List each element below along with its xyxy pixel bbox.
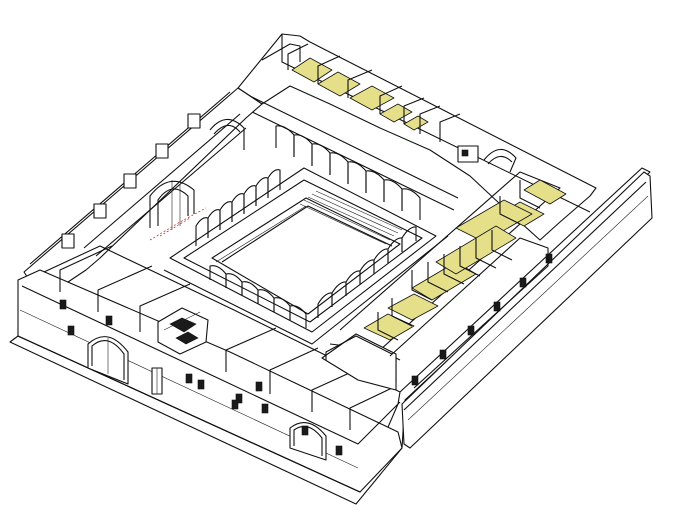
facade-door (151, 367, 163, 395)
secondary-arched-door (289, 422, 327, 461)
east-wing-partitions (377, 180, 541, 341)
arch (225, 273, 243, 296)
courtyard-steps (299, 190, 403, 245)
east-arcade (317, 226, 417, 318)
north-east-stair (457, 145, 517, 173)
window (519, 277, 527, 288)
east-long-wall (401, 171, 653, 449)
main-arched-door (87, 336, 129, 385)
arch (207, 209, 221, 238)
window (105, 315, 113, 326)
north-wing-partitions (287, 43, 461, 142)
west-arcade (195, 169, 281, 246)
window (261, 403, 269, 414)
vaulted-hall (149, 118, 245, 241)
window (59, 299, 67, 310)
window (185, 373, 193, 384)
arch (383, 179, 403, 211)
arch (255, 177, 269, 206)
highlighted-room (455, 199, 533, 243)
south-stair (157, 307, 209, 355)
highlighted-room (403, 115, 429, 131)
window (493, 301, 501, 312)
window (411, 375, 419, 386)
north-arcade (275, 125, 421, 220)
arch (195, 217, 209, 246)
arch (243, 185, 257, 214)
arch (267, 169, 281, 198)
arch (289, 305, 307, 328)
window (67, 325, 75, 336)
window (545, 253, 553, 264)
highlighted-room (291, 57, 333, 83)
highlighted-room (523, 179, 567, 205)
window (235, 393, 243, 404)
arch (401, 188, 421, 220)
window (231, 399, 239, 410)
window (197, 379, 205, 390)
window (467, 325, 475, 336)
highlighted-room (349, 85, 395, 111)
arch (401, 226, 417, 252)
window (439, 349, 447, 360)
courtyard (211, 190, 403, 315)
facade-windows (59, 253, 553, 456)
window (301, 425, 309, 436)
highlighted-room (387, 293, 439, 321)
arch (365, 170, 385, 202)
arch (209, 265, 227, 288)
arch (231, 193, 245, 222)
inner-gallery (163, 167, 449, 345)
arch (241, 281, 259, 304)
highlighted-room (317, 71, 361, 97)
window (335, 445, 343, 456)
arch (219, 201, 233, 230)
window (255, 381, 263, 392)
south-arcade (209, 265, 307, 328)
